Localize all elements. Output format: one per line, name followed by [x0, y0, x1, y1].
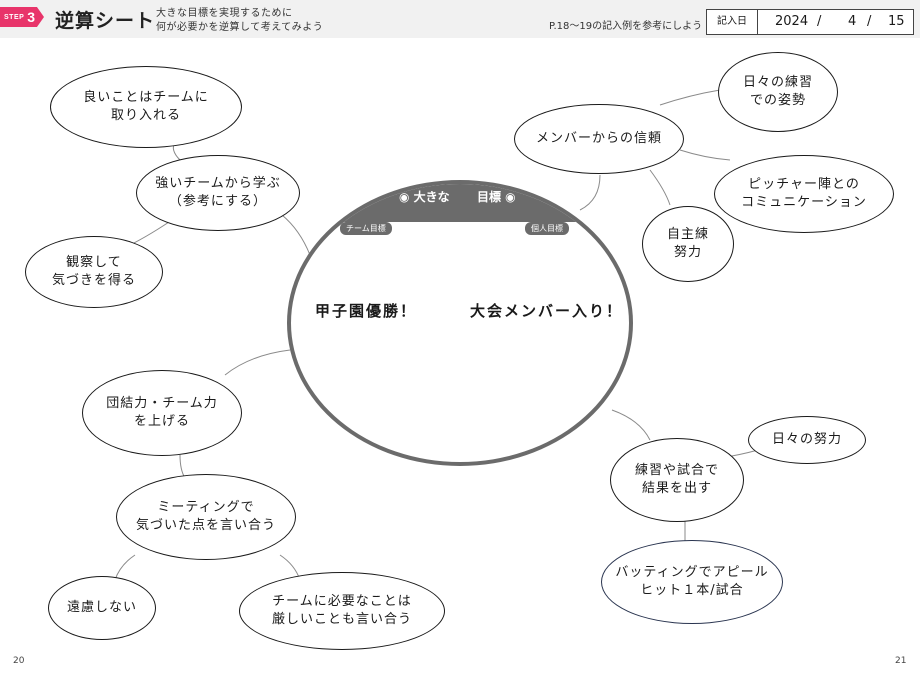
big-goal-header-left: ◉ 大きな — [399, 190, 450, 204]
connector-line — [224, 349, 291, 376]
step-badge: STEP 3 — [0, 7, 44, 27]
bubble-trust-from-members[interactable]: メンバーからの信頼 — [514, 104, 684, 174]
date-year[interactable]: 2024 — [775, 14, 809, 29]
step-word: STEP — [4, 13, 25, 21]
personal-goal-text[interactable]: 大会メンバー入り！ — [470, 302, 624, 320]
bubble-observe[interactable]: 観察して 気づきを得る — [25, 236, 163, 308]
date-separator: / — [817, 14, 822, 29]
bubble-pitcher-communication[interactable]: ピッチャー陣との コミュニケーション — [714, 155, 894, 233]
bubble-daily-effort[interactable]: 日々の努力 — [748, 416, 866, 464]
date-label: 記入日 — [707, 10, 758, 34]
bubble-self-practice[interactable]: 自主練 努力 — [642, 206, 734, 282]
connector-line — [679, 149, 731, 161]
bubble-team-unity[interactable]: 団結力・チーム力 を上げる — [82, 370, 242, 456]
step-number: 3 — [27, 9, 36, 25]
reference-note: P.18〜19の記入例を参考にしよう — [549, 21, 703, 32]
team-goal-text[interactable]: 甲子園優勝！ — [315, 302, 418, 320]
subtitle-line-1: 大きな目標を実現するために — [156, 8, 293, 19]
bubble-learn-from-strong-team[interactable]: 強いチームから学ぶ （参考にする） — [136, 155, 300, 231]
subtitle-line-2: 何が必要かを逆算して考えてみよう — [156, 22, 324, 33]
bubble-meeting[interactable]: ミーティングで 気づいた点を言い合う — [116, 474, 296, 560]
bubble-get-results[interactable]: 練習や試合で 結果を出す — [610, 438, 744, 522]
bubble-batting-appeal[interactable]: バッティングでアピール ヒット１本/試合 — [601, 540, 783, 624]
bubble-good-things[interactable]: 良いことはチームに 取り入れる — [50, 66, 242, 148]
connector-line — [659, 89, 721, 106]
bubble-say-strict-things[interactable]: チームに必要なことは 厳しいことも言い合う — [239, 572, 445, 650]
date-month[interactable]: 4 — [848, 14, 857, 29]
page-number-right: 21 — [895, 656, 907, 666]
page-title: 逆算シート — [55, 10, 156, 32]
bubble-daily-practice-attitude[interactable]: 日々の練習 での姿勢 — [718, 52, 838, 132]
connector-line — [611, 409, 651, 441]
date-separator: / — [867, 14, 872, 29]
big-goal-circle — [287, 180, 633, 466]
connector-line — [649, 169, 671, 206]
connector-line — [114, 554, 136, 581]
page-number-left: 20 — [13, 656, 25, 666]
big-goal-header-right: 目標 ◉ — [477, 190, 516, 204]
big-goal-header-band — [291, 184, 629, 222]
date-box: 記入日 2024 / 4 / 15 — [706, 9, 914, 35]
date-day[interactable]: 15 — [888, 14, 905, 29]
connector-line — [281, 214, 311, 256]
personal-goal-tag: 個人目標 — [525, 222, 569, 235]
bubble-no-hesitation[interactable]: 遠慮しない — [48, 576, 156, 640]
page-header: STEP 3 逆算シート 大きな目標を実現するために 何が必要かを逆算して考えて… — [0, 0, 920, 38]
team-goal-tag: チーム目標 — [340, 222, 392, 235]
